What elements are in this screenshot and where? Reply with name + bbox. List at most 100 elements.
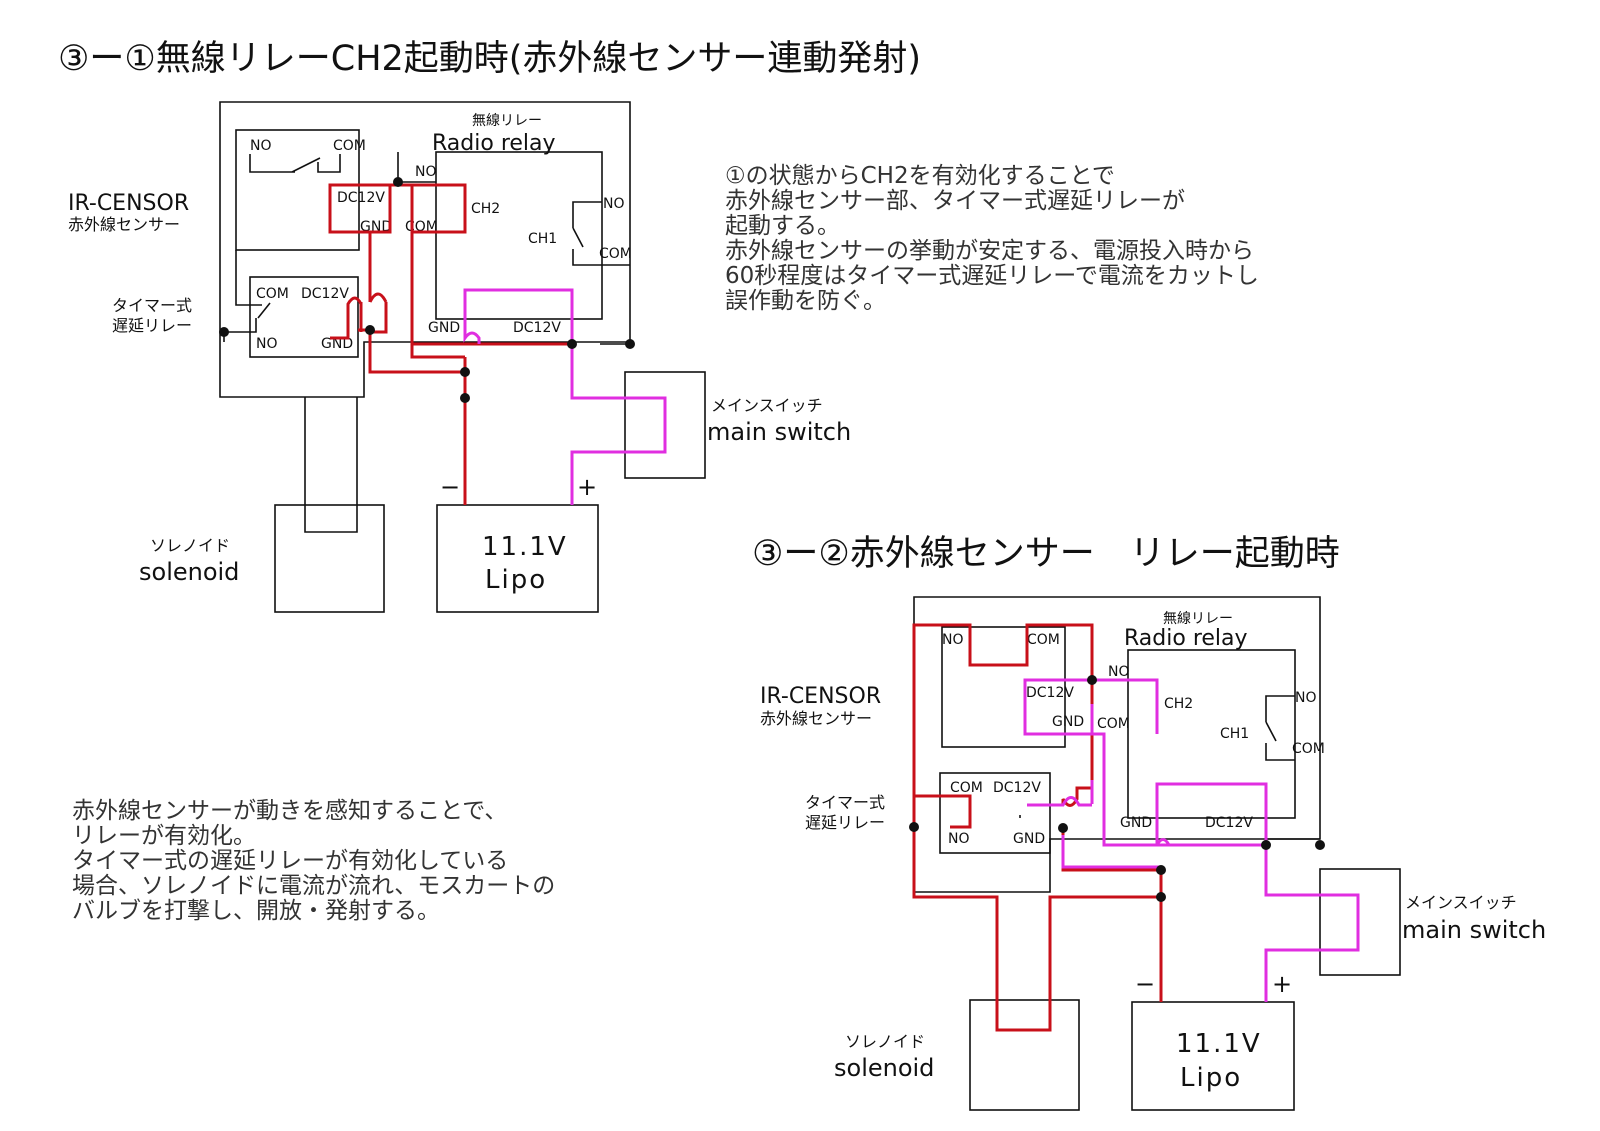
- section1-title: ③ー①無線リレーCH2起動時(赤外線センサー連動発射): [58, 39, 921, 79]
- solenoid-name-jp: ソレノイド: [845, 1032, 925, 1051]
- main-switch-name-jp: メインスイッチ: [1405, 893, 1517, 912]
- battery-name: Lipo: [1180, 1063, 1242, 1093]
- timer-dc12v-label: DC12V: [301, 286, 349, 302]
- timer-com-label: COM: [950, 780, 983, 796]
- relay-ch1-com-label: COM: [1292, 741, 1325, 757]
- battery-voltage: 11.1V: [482, 532, 568, 562]
- junction-dot: [625, 339, 635, 349]
- ch1-com-wire: [602, 264, 630, 266]
- ir-gnd-label: GND: [1052, 714, 1084, 730]
- main-switch-name-en: main switch: [1402, 916, 1546, 944]
- ir-sensor-box: [941, 626, 1066, 748]
- ir-name-en: IR-CENSOR: [68, 191, 189, 216]
- timer-no-label: NO: [948, 831, 970, 847]
- solenoid-name-en: solenoid: [834, 1054, 934, 1082]
- main-switch-box: [624, 371, 706, 479]
- junction-dot: [219, 327, 229, 337]
- timer-gnd-label: GND: [321, 336, 353, 352]
- main-switch-box: [1319, 868, 1401, 976]
- desc2-line-2: リレーが有効化。: [72, 823, 256, 849]
- relay-ch1-com-label: COM: [599, 246, 632, 262]
- timer-no-label: NO: [256, 336, 278, 352]
- relay-ch2-no-label: NO: [415, 164, 437, 180]
- ir-switch-symbol: [249, 154, 341, 173]
- junction-dot: [1261, 840, 1271, 850]
- desc2-line-3: タイマー式の遅延リレーが有効化している: [72, 848, 508, 874]
- timer-name-2: 遅延リレー: [112, 316, 192, 335]
- power-wires-magenta: [463, 288, 667, 505]
- desc1-line-1: ①の状態からCH2を有効化することで: [725, 163, 1115, 189]
- relay-ch1-no-label: NO: [603, 196, 625, 212]
- desc2-line-5: バルブを打撃し、開放・発射する。: [72, 898, 440, 924]
- ir-dc12v-label: DC12V: [337, 190, 385, 206]
- relay-name-jp: 無線リレー: [1163, 611, 1233, 627]
- timer-name-2: 遅延リレー: [805, 813, 885, 832]
- solenoid-name-en: solenoid: [139, 558, 239, 586]
- battery-minus: −: [440, 473, 460, 501]
- relay-gnd-label: GND: [1120, 815, 1152, 831]
- battery-name: Lipo: [485, 565, 547, 595]
- junction-dot: [460, 367, 470, 377]
- desc1-line-4: 赤外線センサーの挙動が安定する、電源投入時から: [725, 238, 1254, 264]
- timer-gnd-label: GND: [1013, 831, 1045, 847]
- diagram-ch2-activation: ③ー①無線リレーCH2起動時(赤外線センサー連動発射) NO COM DC12V…: [58, 39, 1259, 613]
- junction-dot: [1087, 675, 1097, 685]
- timer-name-1: タイマー式: [805, 793, 885, 812]
- ir-no-label: NO: [942, 632, 964, 648]
- ir-com-label: COM: [1027, 632, 1060, 648]
- junction-dot: [1058, 823, 1068, 833]
- relay-ch2-label: CH2: [471, 201, 500, 217]
- desc1-line-3: 起動する。: [725, 213, 840, 239]
- relay-gnd-label: GND: [428, 320, 460, 336]
- ch1-switch-symbol: [1265, 695, 1295, 761]
- active-wires-red: [912, 623, 1163, 1032]
- ir-dc12v-label: DC12V: [1026, 685, 1074, 701]
- ir-name-jp: 赤外線センサー: [760, 709, 872, 728]
- junction-dot: [1156, 892, 1166, 902]
- radio-relay-box: [435, 151, 603, 320]
- desc2-line-1: 赤外線センサーが動きを感知することで、: [72, 798, 507, 824]
- power-wires-magenta: [1023, 678, 1360, 1002]
- ir-name-jp: 赤外線センサー: [68, 215, 180, 234]
- battery-box: [1131, 1001, 1295, 1111]
- junction-dot: [1156, 865, 1166, 875]
- relay-ch2-com-label: COM: [1097, 716, 1130, 732]
- battery-box: [436, 504, 599, 613]
- timer-relay-box: [249, 276, 359, 358]
- relay-dc12v-label: DC12V: [513, 320, 561, 336]
- junction-dot: [365, 325, 375, 335]
- timer-name-1: タイマー式: [112, 296, 192, 315]
- junction-dot: [567, 339, 577, 349]
- main-switch-name-en: main switch: [707, 418, 851, 446]
- timer-relay-box: [939, 772, 1051, 854]
- enclosure-outline: [219, 101, 631, 398]
- section2-title: ③ー②赤外線センサー リレー起動時: [752, 534, 1340, 574]
- relay-ch1-no-label: NO: [1295, 690, 1317, 706]
- solenoid-box: [274, 504, 385, 613]
- desc1-line-5: 60秒程度はタイマー式遅延リレーで電流をカットし: [725, 263, 1259, 289]
- relay-ch1-label: CH1: [528, 231, 557, 247]
- battery-plus: +: [577, 473, 597, 501]
- desc1-line-6: 誤作動を防ぐ。: [725, 288, 886, 314]
- black-misc-wires: [1019, 815, 1320, 840]
- junction-dot: [1315, 840, 1325, 850]
- junction-dot: [909, 822, 919, 832]
- relay-ch2-no-label: NO: [1108, 664, 1130, 680]
- relay-name-en: Radio relay: [1124, 626, 1248, 651]
- ir-sensor-box: [235, 129, 360, 251]
- battery-voltage: 11.1V: [1176, 1029, 1262, 1059]
- main-switch-name-jp: メインスイッチ: [711, 396, 823, 415]
- battery-minus: −: [1135, 970, 1155, 998]
- relay-ch2-label: CH2: [1164, 696, 1193, 712]
- relay-ch1-label: CH1: [1220, 726, 1249, 742]
- ir-com-label: COM: [333, 138, 366, 154]
- ch1-switch-symbol: [572, 201, 602, 266]
- solenoid-wires: [304, 397, 358, 533]
- timer-dc12v-label: DC12V: [993, 780, 1041, 796]
- ir-name-en: IR-CENSOR: [760, 684, 881, 709]
- ir-no-label: NO: [250, 138, 272, 154]
- solenoid-box: [969, 999, 1080, 1111]
- enclosure-outline: [913, 596, 1321, 893]
- timer-switch-symbol: [224, 250, 271, 333]
